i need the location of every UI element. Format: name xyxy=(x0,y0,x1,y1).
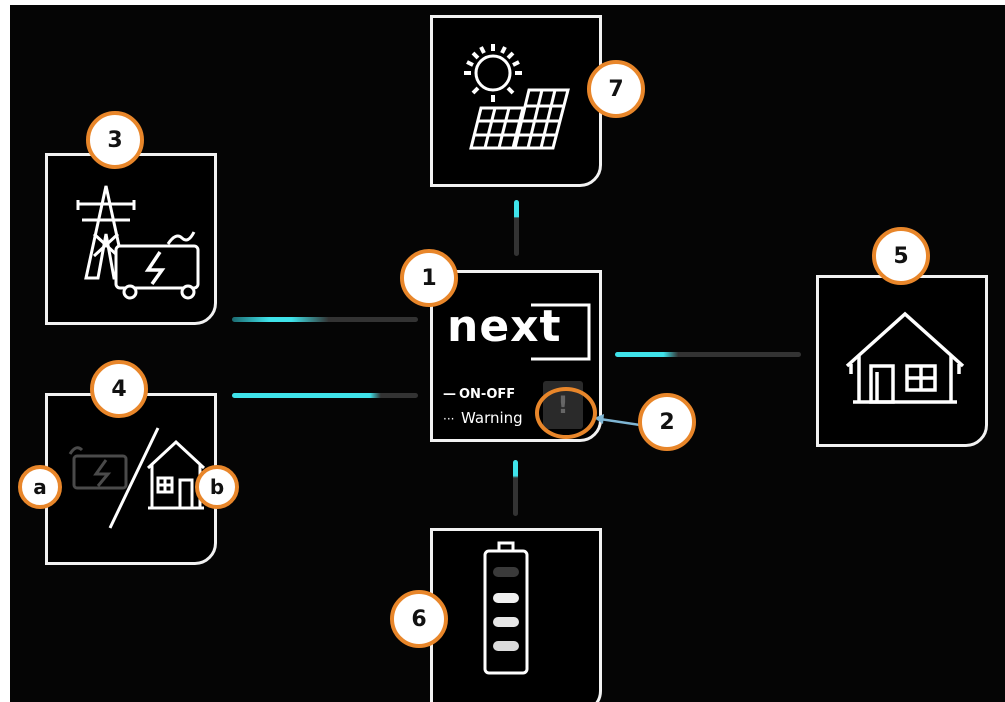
logo-text: next xyxy=(447,301,562,352)
battery-icon xyxy=(483,541,529,675)
flow-main-home xyxy=(615,352,801,357)
solar-box[interactable] xyxy=(430,15,602,187)
legend-on-off: —ON-OFF xyxy=(443,387,515,402)
warning-highlight-ring xyxy=(535,387,597,439)
callout-2: 2 xyxy=(638,393,696,451)
callout-6: 6 xyxy=(390,590,448,648)
grid-tower-generator-icon xyxy=(76,185,200,300)
callout-4: 4 xyxy=(90,360,148,418)
backup-box[interactable] xyxy=(45,393,217,565)
legend-on-off-label: ON-OFF xyxy=(459,387,516,402)
callout-b: b xyxy=(195,465,239,509)
flow-backup-main xyxy=(232,393,418,398)
callout-arrow xyxy=(594,414,641,427)
callout-1: 1 xyxy=(400,249,458,307)
flow-main-battery xyxy=(513,460,518,516)
flow-grid-main xyxy=(232,317,418,322)
backup-icon xyxy=(68,427,206,529)
flow-solar-main xyxy=(514,200,519,256)
home-icon xyxy=(845,311,965,404)
system-diagram: next —ON-OFF ···Warning ! xyxy=(10,5,1005,702)
on-off-marker: — xyxy=(443,387,456,402)
warning-marker: ··· xyxy=(443,412,455,426)
solar-panel-icon xyxy=(464,44,570,150)
battery-box[interactable] xyxy=(430,528,602,702)
legend-warning: ··· Warning xyxy=(443,409,523,427)
home-box[interactable] xyxy=(816,275,988,447)
grid-generator-box[interactable] xyxy=(45,153,217,325)
callout-3: 3 xyxy=(86,111,144,169)
callout-a: a xyxy=(18,465,62,509)
callout-7: 7 xyxy=(587,60,645,118)
legend-warning-label: Warning xyxy=(461,409,523,427)
next-logo: next xyxy=(447,301,597,361)
callout-5: 5 xyxy=(872,227,930,285)
